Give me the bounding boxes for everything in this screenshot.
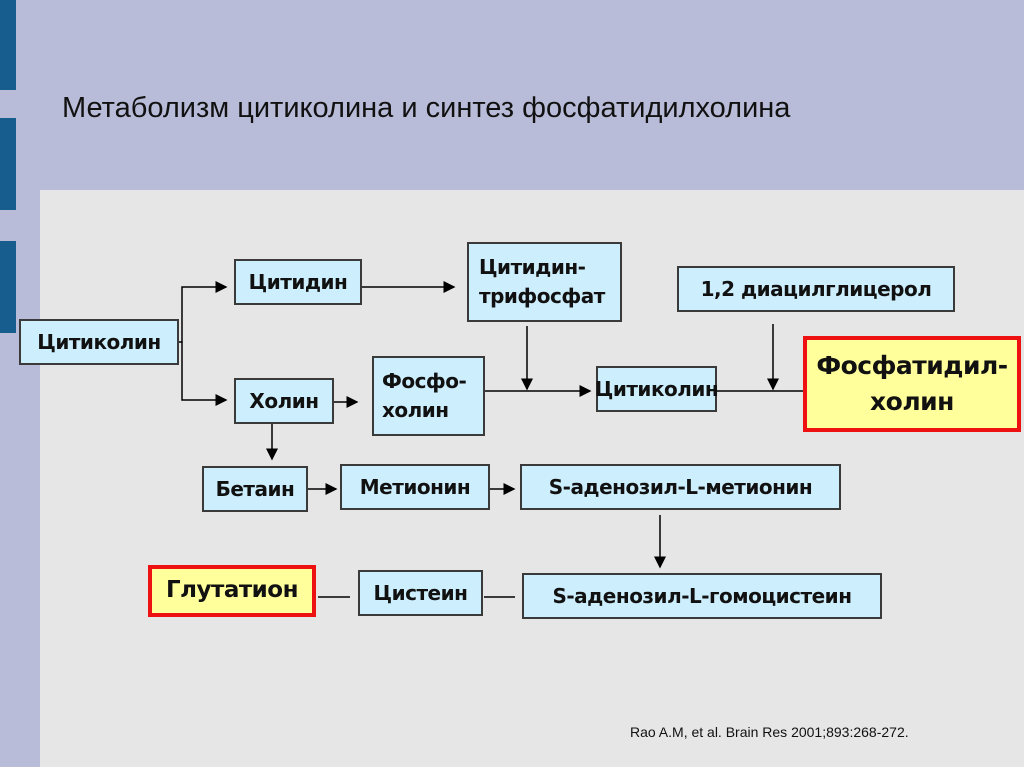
node-ctp: Цитидин- трифосфат [467,242,622,322]
node-phosphocholine: Фосфо- холин [372,356,485,436]
node-choline: Холин [234,378,334,424]
accent-bar [0,118,16,210]
node-phosphatidylcholine: Фосфатидил- холин [803,336,1021,432]
node-citicoline: Цитиколин [595,366,719,412]
accent-bar [0,0,16,90]
node-methionine: Метионин [340,464,490,510]
node-betaine: Бетаин [202,466,308,512]
slide-title: Метаболизм цитиколина и синтез фосфатиди… [62,92,791,124]
node-glutathione: Глутатион [148,565,316,617]
node-cytidine: Цитидин [234,259,362,305]
node-dag: 1,2 диацилглицерол [677,266,955,312]
node-citicoline-source: Цитиколин [19,319,179,365]
node-sah: S-аденозил-L-гомоцистеин [522,573,882,619]
node-cysteine: Цистеин [358,570,483,616]
node-sam: S-аденозил-L-метионин [520,464,841,510]
accent-bar [0,241,16,333]
citation: Rao A.M, et al. Brain Res 2001;893:268-2… [630,724,909,740]
